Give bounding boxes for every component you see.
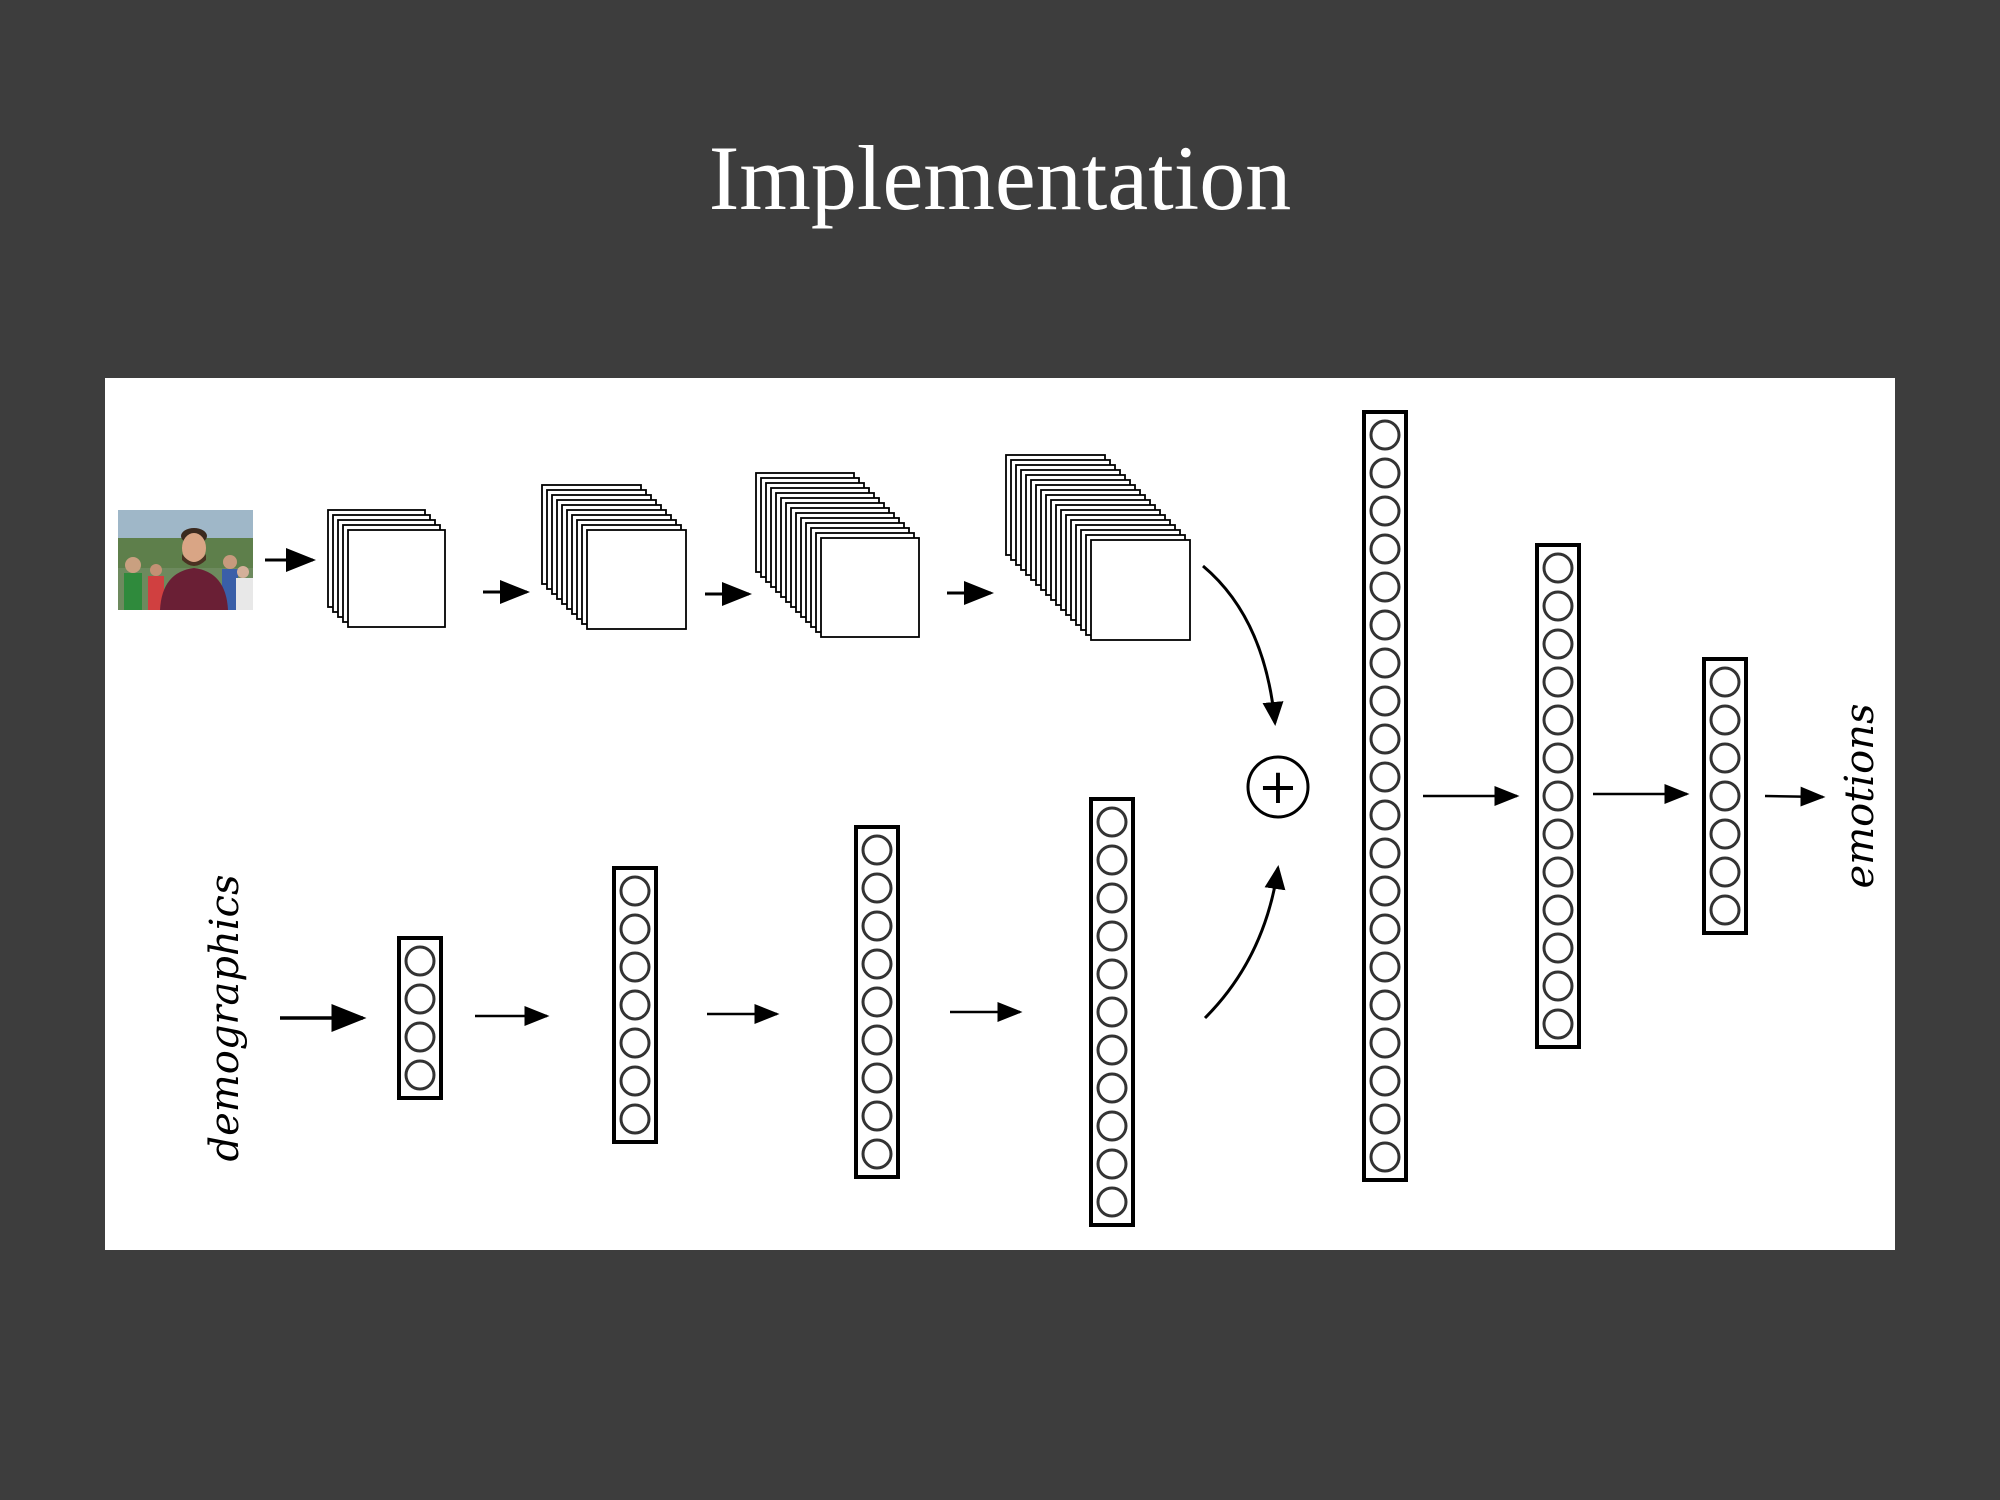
neuron	[619, 913, 651, 945]
arrow-demographics-to-merge	[1203, 865, 1286, 1020]
neuron	[1542, 704, 1574, 736]
merge-plus-icon: +	[1246, 755, 1310, 819]
neuron	[1369, 533, 1401, 565]
neuron	[1542, 970, 1574, 1002]
neuron	[404, 1021, 436, 1053]
conv-feature-map-stack	[755, 472, 920, 638]
neuron	[1369, 685, 1401, 717]
conv-feature-map-stack	[541, 484, 687, 630]
conv-feature-map-stack	[1005, 454, 1191, 641]
conv-feature-map-stack	[327, 509, 446, 628]
demographics-label: demographics	[202, 875, 248, 1162]
neuron	[619, 1027, 651, 1059]
neuron	[1709, 894, 1741, 926]
neuron	[404, 1059, 436, 1091]
neuron	[1709, 780, 1741, 812]
neuron	[1369, 989, 1401, 1021]
fully-connected-layer	[1535, 543, 1581, 1049]
neuron	[1096, 1148, 1128, 1180]
neuron	[1709, 742, 1741, 774]
neuron	[1369, 1027, 1401, 1059]
neuron	[1542, 932, 1574, 964]
neuron	[861, 910, 893, 942]
neuron	[619, 1065, 651, 1097]
neuron	[1369, 723, 1401, 755]
neuron	[1096, 1186, 1128, 1218]
neuron	[619, 951, 651, 983]
neuron	[1369, 647, 1401, 679]
neuron	[1096, 958, 1128, 990]
network-diagram: + demographics emotions	[202, 410, 1883, 1227]
demographics-dense-layer	[397, 936, 443, 1100]
neuron	[1369, 799, 1401, 831]
fully-connected-layer	[1702, 657, 1748, 935]
neuron	[1369, 837, 1401, 869]
neuron	[619, 1103, 651, 1135]
neuron	[1369, 761, 1401, 793]
neuron	[1369, 951, 1401, 983]
neuron	[1369, 913, 1401, 945]
neuron	[1542, 780, 1574, 812]
neuron	[404, 983, 436, 1015]
neuron	[861, 1100, 893, 1132]
arrow-conv-to-merge	[1202, 564, 1284, 726]
neuron	[1369, 457, 1401, 489]
neuron	[1096, 844, 1128, 876]
svg-text:+: +	[1258, 759, 1298, 815]
neuron	[1709, 818, 1741, 850]
neuron	[1369, 1065, 1401, 1097]
neuron	[861, 1138, 893, 1170]
neuron	[619, 989, 651, 1021]
neuron	[1542, 628, 1574, 660]
neuron	[619, 875, 651, 907]
neuron	[1096, 806, 1128, 838]
demographics-dense-layer	[1089, 797, 1135, 1227]
arrow-fc3-to-output	[1764, 786, 1826, 807]
neuron	[861, 834, 893, 866]
demographics-dense-layer	[612, 866, 658, 1144]
neuron	[1542, 1008, 1574, 1040]
neuron	[1369, 571, 1401, 603]
neuron	[1542, 666, 1574, 698]
neuron	[1096, 1034, 1128, 1066]
neuron	[1542, 742, 1574, 774]
neuron	[1542, 590, 1574, 622]
neuron	[1542, 818, 1574, 850]
neuron	[861, 1024, 893, 1056]
neuron	[1369, 609, 1401, 641]
emotions-label: emotions	[1837, 704, 1883, 889]
neuron	[1369, 1141, 1401, 1173]
neuron	[1709, 666, 1741, 698]
neuron	[1369, 875, 1401, 907]
diagram-panel: + demographics emotions	[105, 378, 1895, 1250]
neuron	[861, 948, 893, 980]
neuron	[861, 1062, 893, 1094]
neuron	[1369, 419, 1401, 451]
input-photo-icon	[118, 510, 253, 610]
neuron	[861, 986, 893, 1018]
neuron	[1542, 894, 1574, 926]
neuron	[1096, 1110, 1128, 1142]
demographics-dense-layer	[854, 825, 900, 1179]
neuron	[1096, 920, 1128, 952]
neuron	[1709, 704, 1741, 736]
fully-connected-layer	[1362, 410, 1408, 1182]
neuron	[861, 872, 893, 904]
slide-title: Implementation	[708, 127, 1292, 229]
neuron	[1096, 996, 1128, 1028]
neuron	[1542, 856, 1574, 888]
neuron	[1542, 552, 1574, 584]
neuron	[1096, 1072, 1128, 1104]
neuron	[404, 945, 436, 977]
neuron	[1709, 856, 1741, 888]
neuron	[1096, 882, 1128, 914]
neuron	[1369, 1103, 1401, 1135]
neuron	[1369, 495, 1401, 527]
